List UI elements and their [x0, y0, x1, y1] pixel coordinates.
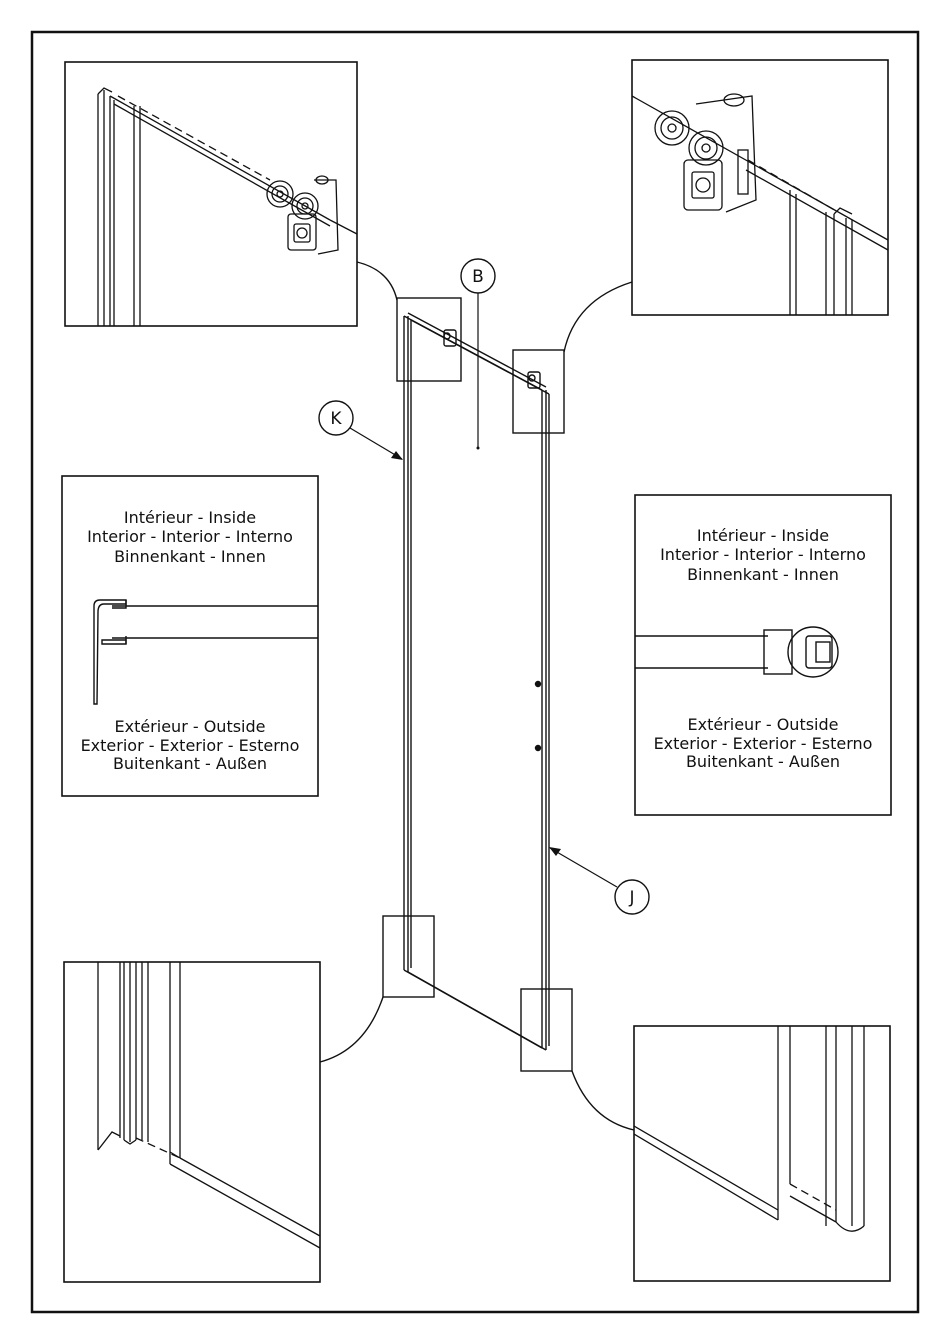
left-inside-line-1: Intérieur - Inside [124, 508, 256, 527]
callout-j: J [549, 847, 649, 914]
left-inside-line-2: Interior - Interior - Interno [87, 527, 293, 546]
right-inside-line-3: Binnenkant - Innen [687, 565, 839, 584]
left-inside-line-3: Binnenkant - Innen [114, 547, 266, 566]
callout-b: B [461, 259, 495, 450]
detail-left-profile: Intérieur - Inside Interior - Interior -… [62, 476, 318, 796]
callout-k: K [319, 401, 403, 460]
connector-arcs [320, 262, 634, 1130]
right-outside-line-2: Exterior - Exterior - Esterno [654, 734, 873, 753]
left-outside-line-3: Buitenkant - Außen [113, 754, 267, 773]
left-outside-line-1: Extérieur - Outside [114, 717, 265, 736]
right-outside-line-1: Extérieur - Outside [687, 715, 838, 734]
detail-bottom-right [634, 1026, 890, 1281]
callout-b-label: B [472, 267, 484, 287]
right-inside-line-1: Intérieur - Inside [697, 526, 829, 545]
detail-right-profile: Intérieur - Inside Interior - Interior -… [635, 495, 891, 815]
left-outside-line-2: Exterior - Exterior - Esterno [81, 736, 300, 755]
right-seal-profile [635, 627, 838, 677]
right-outside-line-3: Buitenkant - Außen [686, 752, 840, 771]
left-seal-profile [94, 600, 318, 704]
detail-bottom-left [64, 962, 320, 1282]
detail-top-right [632, 60, 888, 315]
glass-panel [404, 313, 549, 1050]
callout-k-label: K [330, 409, 342, 429]
right-inside-line-2: Interior - Interior - Interno [660, 545, 866, 564]
callout-j-label: J [628, 888, 634, 908]
drawing-border [32, 32, 918, 1312]
detail-top-left [65, 62, 357, 326]
